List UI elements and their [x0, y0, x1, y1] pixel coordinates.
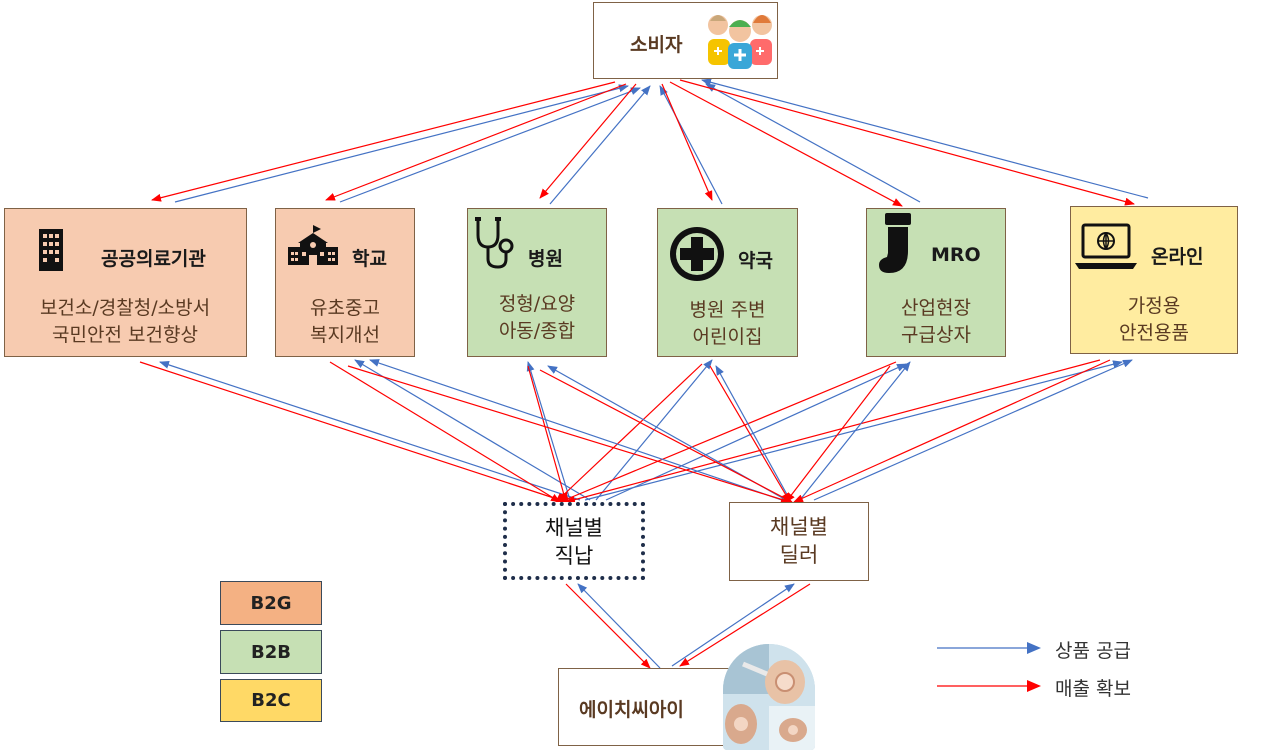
supply-arrow: [159, 361, 581, 501]
sales-arrow: [709, 365, 791, 503]
channel-desc-line1: 산업현장: [901, 297, 971, 319]
school-icon: [288, 225, 338, 265]
supply-arrow: [339, 87, 641, 203]
supply-arrow: [813, 359, 1133, 501]
channel-online: 온라인 가정용 안전용품: [1070, 206, 1238, 354]
stocking-icon: [879, 213, 911, 273]
stethoscope-icon: [475, 217, 514, 269]
building-icon: [39, 229, 63, 271]
sales-arrow: [139, 361, 567, 503]
channel-desc-line2: 구급상자: [901, 324, 971, 346]
legend-supply-arrow: [937, 642, 1041, 654]
channel-desc: 유초중고 복지개선: [276, 295, 414, 349]
sales-arrow: [669, 81, 903, 207]
channel-title: 약국: [738, 250, 773, 272]
channel-desc: 가정용 안전용품: [1071, 293, 1237, 347]
sales-arrow: [559, 361, 897, 503]
channel-desc-line2: 복지개선: [310, 324, 380, 346]
channel-desc: 병원 주변 어린이집: [658, 297, 797, 351]
supply-arrow: [671, 583, 795, 667]
channel-desc-line2: 국민안전 보건향상: [52, 324, 198, 346]
healthcare-workers-icon: [708, 15, 772, 69]
channel-desc-line1: 병원 주변: [689, 299, 766, 321]
segment-b2b: B2B: [220, 630, 322, 674]
supply-arrow: [705, 83, 921, 203]
channel-school: 학교 유초중고 복지개선: [275, 208, 415, 357]
channel-title: 학교: [352, 248, 387, 270]
direct-line1: 채널별: [545, 516, 603, 540]
supply-arrow: [174, 84, 629, 203]
supply-arrow: [799, 361, 911, 501]
dealer-box: 채널별 딜러: [729, 502, 869, 581]
channel-desc-line2: 아동/종합: [498, 320, 576, 342]
supply-arrow: [577, 583, 661, 669]
segment-b2c: B2C: [220, 679, 322, 722]
channel-desc-line2: 안전용품: [1119, 322, 1189, 344]
sales-arrow: [785, 365, 891, 503]
channel-desc-line1: 정형/요양: [498, 293, 576, 315]
channel-desc-line1: 보건소/경찰청/소방서: [39, 297, 211, 319]
supply-arrow: [369, 359, 783, 501]
sales-arrow: [565, 359, 1101, 504]
sales-arrow: [151, 81, 616, 202]
segment-b2g: B2G: [220, 581, 322, 625]
supply-arrow: [549, 85, 651, 205]
supply-arrow: [605, 363, 907, 501]
sales-arrow: [793, 359, 1111, 503]
supply-arrow: [526, 361, 571, 501]
channel-desc: 보건소/경찰청/소방서 국민안전 보건향상: [5, 295, 245, 349]
channel-pharmacy: 약국 병원 주변 어린이집: [657, 208, 798, 357]
supply-arrow: [701, 78, 1149, 199]
dealer-line1: 채널별: [770, 515, 828, 539]
sales-arrow: [527, 365, 568, 503]
channel-title: 공공의료기관: [101, 248, 206, 270]
sales-arrow: [679, 583, 811, 667]
laptop-globe-icon: [1075, 223, 1137, 269]
direct-delivery-box: 채널별 직납: [503, 502, 645, 580]
direct-delivery-text: 채널별 직납: [507, 514, 641, 570]
direct-line2: 직납: [554, 544, 594, 568]
legend-sales-arrow: [937, 680, 1041, 692]
sales-arrow: [539, 83, 637, 199]
sales-arrow: [347, 365, 791, 504]
sales-arrow: [539, 369, 793, 503]
legend-supply-label: 상품 공급: [1055, 640, 1131, 662]
channel-title: MRO: [931, 244, 981, 266]
supply-arrow: [715, 365, 791, 501]
consumer-box: 소비자: [593, 2, 778, 79]
sales-arrow: [329, 361, 561, 503]
supply-arrow: [354, 359, 591, 501]
channel-desc: 산업현장 구급상자: [867, 295, 1005, 349]
supply-arrow: [584, 360, 1123, 501]
sales-arrow: [325, 83, 627, 201]
product-photo: [723, 644, 815, 750]
channel-title: 병원: [528, 248, 563, 270]
dealer-line2: 딜러: [779, 543, 819, 567]
dealer-text: 채널별 딜러: [730, 513, 868, 569]
channel-desc-line2: 어린이집: [692, 326, 763, 348]
supply-arrow: [659, 85, 723, 205]
channel-mro: MRO 산업현장 구급상자: [866, 208, 1006, 357]
sales-arrow: [679, 79, 1135, 206]
medical-cross-icon: [670, 227, 724, 281]
channel-desc: 정형/요양 아동/종합: [468, 291, 606, 345]
sales-arrow: [565, 583, 651, 669]
sales-arrow: [555, 363, 703, 503]
company-label: 에이치씨아이: [579, 699, 684, 721]
channel-hospital: 병원 정형/요양 아동/종합: [467, 208, 607, 357]
legend-sales-label: 매출 확보: [1055, 678, 1131, 700]
sales-arrow: [661, 83, 713, 201]
channel-desc-line1: 가정용: [1127, 295, 1181, 317]
consumer-label: 소비자: [630, 34, 683, 56]
channel-title: 온라인: [1151, 246, 1204, 268]
channel-public-health: 공공의료기관 보건소/경찰청/소방서 국민안전 보건향상: [4, 208, 247, 357]
channel-desc-line1: 유초중고: [310, 297, 380, 319]
